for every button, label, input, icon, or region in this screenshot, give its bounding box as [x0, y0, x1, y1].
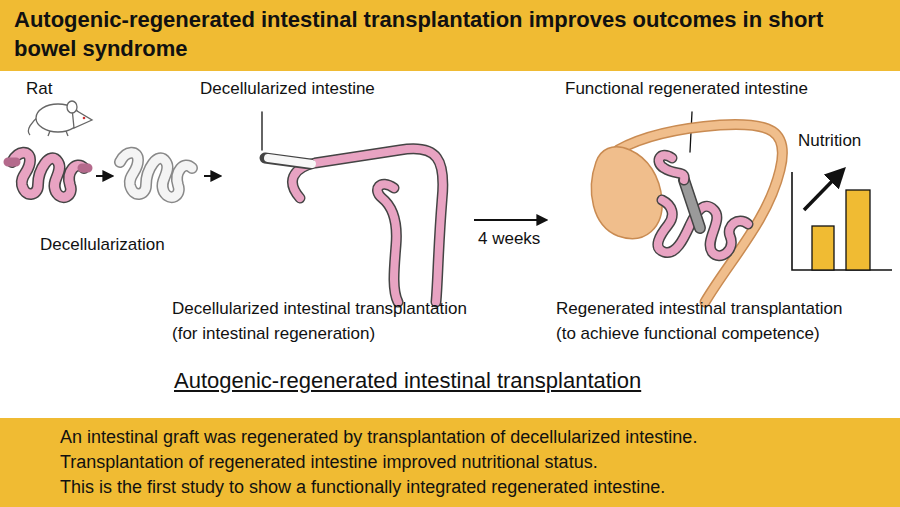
summary-line: Transplantation of regenerated intestine… [60, 450, 890, 475]
regenerated-drawing [591, 112, 782, 302]
transplant-drawing [262, 112, 443, 302]
leader-line [261, 112, 262, 150]
label: Decellularized intestine [200, 76, 375, 101]
label: Autogenic-regenerated intestinal transpl… [174, 366, 641, 396]
decellularized-coil [120, 153, 192, 197]
intestine-coil [8, 153, 88, 197]
title: Autogenic-regenerated intestinal transpl… [14, 5, 884, 63]
rat [28, 101, 92, 136]
label: Regenerated intestinal transplantation (… [556, 296, 866, 346]
label: Decellularization [40, 232, 165, 257]
label: Decellularized intestinal transplantatio… [172, 296, 492, 346]
label: 4 weeks [478, 226, 540, 251]
label: Nutrition [798, 128, 861, 153]
summary-line: This is the first study to show a functi… [60, 475, 890, 500]
label: Functional regenerated intestine [565, 76, 808, 101]
nutrition-chart [792, 170, 892, 270]
arrow [474, 219, 546, 221]
arrow [96, 175, 112, 177]
label: Rat [26, 76, 52, 101]
arrow [204, 175, 220, 177]
summary-line: An intestinal graft was regenerated by t… [60, 425, 890, 450]
summary-band: An intestinal graft was regenerated by t… [0, 418, 900, 507]
